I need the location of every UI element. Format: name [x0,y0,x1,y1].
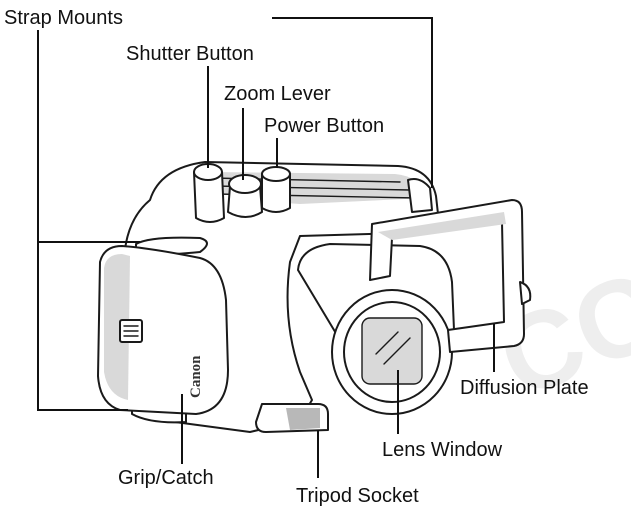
diffusion-plate-shape [369,199,525,353]
strap-mounts-label: Strap Mounts [4,7,123,29]
strap-mounts-leader [37,30,128,411]
housing-brand-text: Canon [188,355,204,398]
shutter-button-label: Shutter Button [126,43,254,65]
leader-lines [37,17,495,478]
lens-window-label: Lens Window [382,439,503,461]
tripod-socket-label: Tripod Socket [296,485,419,507]
grip-catch-label: Grip/Catch [118,467,214,489]
grip-catch-shape [97,245,229,415]
camera-housing-illustration: Canon [97,161,532,433]
lens-window-shape [362,318,422,384]
diffusion-plate-label: Diffusion Plate [460,377,589,399]
shutter-button-shape [193,163,225,223]
power-button-label: Power Button [264,115,384,137]
zoom-lever-shape [227,174,263,218]
strap-mount-side-leader [272,17,433,188]
zoom-lever-label: Zoom Lever [224,83,331,105]
labels: Strap Mounts Shutter Button Zoom Lever P… [4,7,589,507]
power-button-shape [261,166,291,213]
